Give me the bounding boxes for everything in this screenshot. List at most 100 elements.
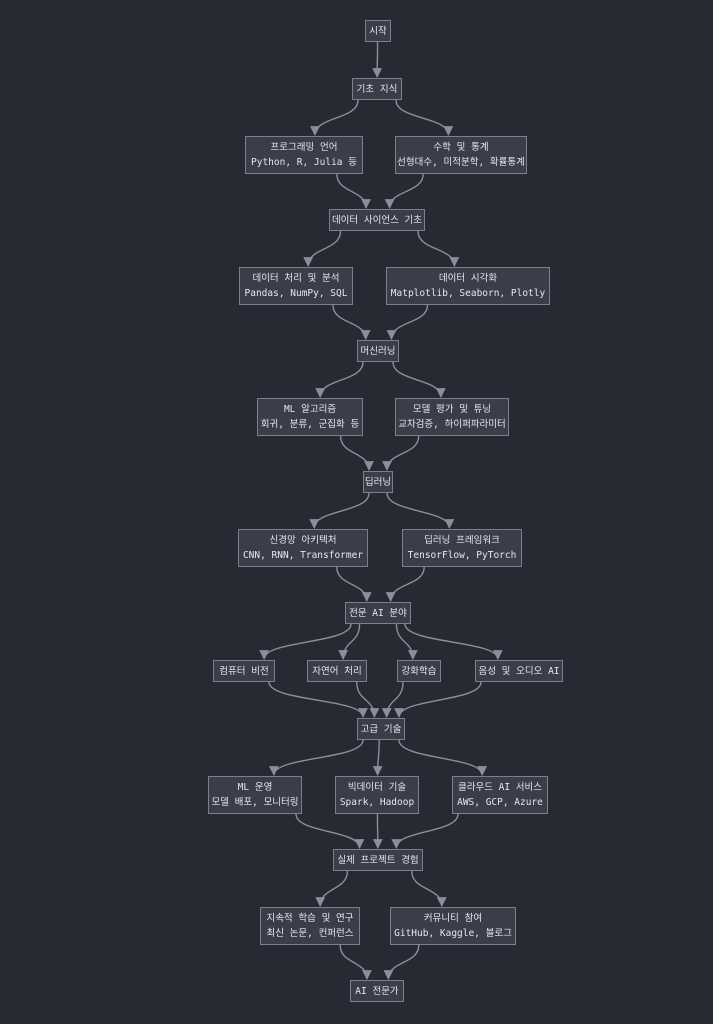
edge-dl-to-framework [386, 492, 455, 529]
node-nn-line-2: CNN, RNN, Transformer [242, 550, 364, 561]
edge-ml-to-mlalgo [315, 361, 364, 398]
edge-ds-to-processing [303, 230, 342, 267]
edge-basics-to-programming [310, 99, 359, 136]
edge-ai-to-speech [404, 623, 503, 660]
edge-nlp-to-advanced [356, 681, 380, 718]
node-framework: 딥러닝 프레임워크 TensorFlow, PyTorch [402, 529, 522, 567]
edge-ds-to-viz [417, 230, 460, 267]
edge-tuning-to-dl [382, 435, 420, 471]
node-mlops-line-1: ML 운영 [237, 782, 273, 793]
edge-ai-to-rl [395, 623, 418, 660]
node-programming-line-2: Python, R, Julia 등 [251, 157, 357, 168]
edge-programming-to-ds [336, 173, 371, 209]
node-nlp-line-1: 자연어 처리 [312, 665, 362, 677]
node-nlp: 자연어 처리 [307, 660, 367, 682]
node-cv: 컴퓨터 비전 [213, 660, 275, 682]
node-bigdata: 빅데이터 기술 Spark, Hadoop [335, 776, 419, 814]
node-programming-line-1: 프로그래밍 언어 [270, 142, 338, 153]
node-processing: 데이터 처리 및 분석 Pandas, NumPy, SQL [239, 267, 353, 305]
edge-rl-to-advanced [381, 681, 404, 718]
node-tuning-line-2: 교차검증, 하이퍼파라미터 [398, 419, 506, 430]
node-basics-line-1: 기초 지식 [356, 83, 398, 95]
node-project: 실제 프로젝트 경험 [333, 849, 423, 871]
edge-project-to-community [411, 870, 447, 907]
node-start-line-1: 시작 [369, 25, 387, 37]
node-community: 커뮤니티 참여 GitHub, Kaggle, 블로그 [390, 907, 516, 945]
node-nn: 신경망 아키텍처 CNN, RNN, Transformer [238, 529, 368, 567]
edge-speech-to-advanced [394, 681, 482, 718]
node-mlalgo-line-2: 회귀, 분류, 군집화 등 [260, 419, 360, 430]
edge-mlops-to-project [295, 813, 365, 849]
node-processing-line-1: 데이터 처리 및 분석 [252, 273, 340, 284]
node-learning-line-2: 최신 논문, 컨퍼런스 [266, 928, 354, 939]
node-math-line-2: 선형대수, 미적분학, 확률통계 [397, 157, 525, 168]
edge-cv-to-advanced [268, 681, 368, 718]
edge-cloud-to-project [391, 813, 459, 849]
edge-advanced-to-mlops [269, 739, 364, 776]
edge-viz-to-ml [386, 304, 429, 340]
edge-dl-to-nn [309, 492, 370, 529]
node-speech: 음성 및 오디오 AI [475, 660, 563, 682]
node-advanced-line-1: 고급 기술 [360, 723, 402, 735]
node-ml-line-1: 머신러닝 [360, 345, 396, 357]
node-cloud-line-1: 클라우드 AI 서비스 [457, 782, 543, 793]
node-advanced: 고급 기술 [357, 718, 405, 740]
edge-ai-to-nlp [338, 623, 361, 660]
node-community-line-2: GitHub, Kaggle, 블로그 [394, 928, 512, 939]
node-cloud: 클라우드 AI 서비스 AWS, GCP, Azure [452, 776, 548, 814]
node-bigdata-line-2: Spark, Hadoop [339, 797, 415, 808]
node-viz-line-2: Matplotlib, Seaborn, Plotly [390, 288, 546, 299]
node-dl: 딥러닝 [363, 471, 393, 493]
edge-community-to-expert [383, 944, 420, 980]
node-project-line-1: 실제 프로젝트 경험 [337, 854, 419, 866]
node-programming: 프로그래밍 언어 Python, R, Julia 등 [245, 136, 363, 174]
node-ml: 머신러닝 [357, 340, 399, 362]
node-expert: AI 전문가 [350, 980, 404, 1002]
edge-learning-to-expert [339, 944, 372, 980]
edge-project-to-learning [315, 870, 349, 907]
node-expert-line-1: AI 전문가 [355, 985, 399, 997]
edge-advanced-to-cloud [398, 739, 488, 776]
node-framework-line-2: TensorFlow, PyTorch [407, 550, 517, 561]
node-framework-line-1: 딥러닝 프레임워크 [424, 535, 500, 546]
node-rl: 강화학습 [397, 660, 441, 682]
node-community-line-1: 커뮤니티 참여 [423, 913, 483, 924]
node-math-line-1: 수학 및 통계 [433, 142, 489, 153]
node-mlops-line-2: 모델 배포, 모니터링 [211, 797, 299, 808]
node-ds-line-1: 데이터 사이언스 기초 [331, 214, 423, 226]
node-bigdata-line-1: 빅데이터 기술 [347, 782, 407, 793]
edge-framework-to-ai [385, 566, 425, 602]
node-rl-line-1: 강화학습 [401, 665, 437, 677]
node-learning-line-1: 지속적 학습 및 연구 [266, 913, 354, 924]
node-speech-line-1: 음성 및 오디오 AI [478, 665, 560, 677]
edge-math-to-ds [384, 173, 424, 209]
edge-mlalgo-to-dl [339, 435, 374, 471]
node-processing-line-2: Pandas, NumPy, SQL [244, 288, 348, 299]
node-dl-line-1: 딥러닝 [364, 476, 392, 488]
node-viz-line-1: 데이터 시각화 [438, 273, 498, 284]
node-viz: 데이터 시각화 Matplotlib, Seaborn, Plotly [386, 267, 550, 305]
node-mlalgo-line-1: ML 알고리즘 [283, 404, 337, 415]
edge-nn-to-ai [336, 566, 372, 602]
edge-processing-to-ml [332, 304, 371, 340]
node-ai: 전문 AI 분야 [345, 602, 411, 624]
node-cloud-line-2: AWS, GCP, Azure [457, 797, 543, 808]
node-basics: 기초 지식 [352, 78, 402, 100]
edge-ai-to-cv [259, 623, 352, 660]
node-ai-line-1: 전문 AI 분야 [349, 607, 407, 619]
node-cv-line-1: 컴퓨터 비전 [219, 665, 269, 677]
edge-ml-to-tuning [392, 361, 446, 398]
node-ds: 데이터 사이언스 기초 [329, 209, 425, 231]
node-start: 시작 [365, 20, 391, 42]
edge-advanced-to-bigdata [372, 739, 383, 776]
node-tuning-line-1: 모델 평가 및 튜닝 [412, 404, 492, 415]
edge-basics-to-math [395, 99, 454, 136]
node-nn-line-1: 신경망 아키텍처 [269, 535, 337, 546]
